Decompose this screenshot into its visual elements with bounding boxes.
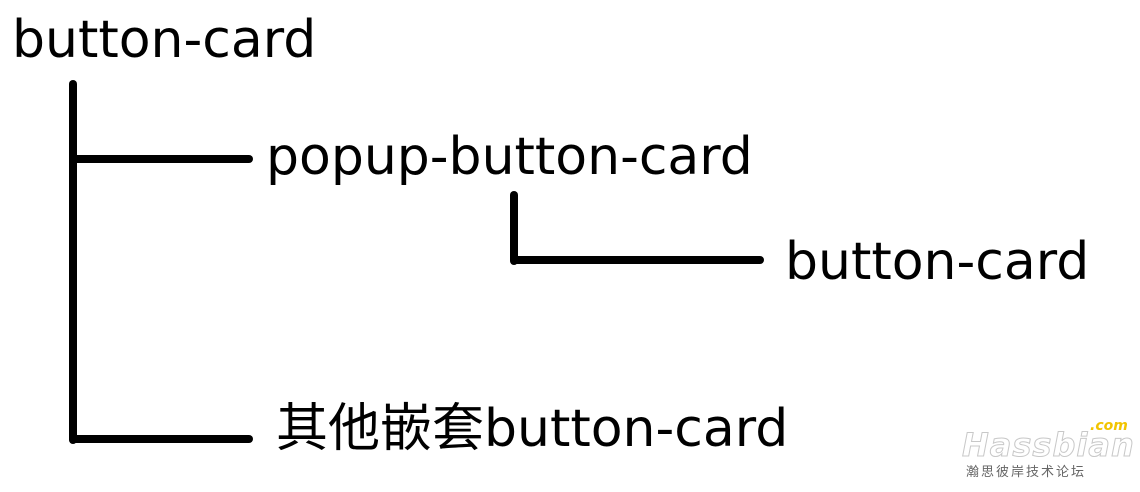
- popup-child-node-label: button-card: [785, 232, 1090, 292]
- watermark-logo: Hassbian: [962, 426, 1135, 464]
- other-node-label: 其他嵌套button-card: [276, 399, 789, 459]
- watermark-subtitle: 瀚思彼岸技术论坛: [966, 465, 1087, 480]
- root-node-label: button-card: [12, 10, 317, 70]
- popup-node-label: popup-button-card: [266, 127, 753, 187]
- watermark-com: .com: [1090, 418, 1128, 434]
